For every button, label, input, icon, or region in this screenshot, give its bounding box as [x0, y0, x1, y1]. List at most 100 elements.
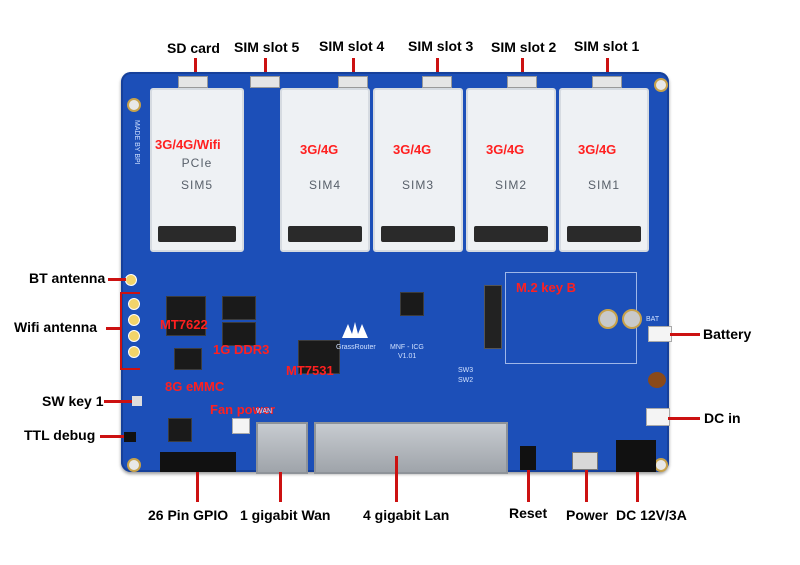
leader-gpio	[196, 472, 199, 502]
label-sim-slot-3: SIM slot 3	[408, 38, 474, 54]
label-sw-key: SW key 1	[42, 393, 104, 409]
emmc-chip	[174, 348, 202, 370]
silk-wan: WAN	[256, 408, 273, 415]
sd-card-slot	[178, 76, 208, 88]
label-power: Power	[566, 507, 609, 523]
leader-reset	[527, 470, 530, 502]
leader-sim3	[436, 58, 439, 80]
label-ddr3: 1G DDR3	[213, 342, 270, 357]
leader-wifi-antenna	[106, 327, 122, 330]
grassrouter-logo-icon	[340, 322, 370, 340]
leader-battery	[670, 333, 700, 336]
mpcie-slot-3: SIM3	[373, 88, 463, 252]
leader-lan	[395, 456, 398, 502]
mpcie-connector	[381, 226, 455, 242]
wifi-antenna-connector	[128, 346, 140, 358]
aux-chip	[168, 418, 192, 442]
label-dc-spec: DC 12V/3A	[616, 507, 687, 523]
mpcie-connector	[158, 226, 236, 242]
mpcie-connector	[288, 226, 362, 242]
m2-standoff	[598, 309, 618, 329]
mount-hole	[654, 458, 668, 472]
reset-button	[520, 446, 536, 470]
bt-antenna-connector	[125, 274, 137, 286]
label-fan-power: Fan power	[210, 402, 276, 417]
silk-sim1: SIM1	[587, 178, 620, 192]
label-sd-card: SD card	[167, 40, 220, 56]
label-slot2-modem: 3G/4G	[486, 142, 525, 157]
label-emmc: 8G eMMC	[165, 379, 225, 394]
ddr3-chip	[222, 322, 256, 346]
sim4-holder	[338, 76, 368, 88]
leader-ttl-debug	[100, 435, 124, 438]
mpcie-slot-2: SIM2	[466, 88, 556, 252]
mpcie-slot-1: SIM1	[559, 88, 649, 252]
leader-dc-jack	[636, 472, 639, 502]
m2-standoff	[622, 309, 642, 329]
silk-sw2: SW2	[458, 377, 474, 384]
inductor	[648, 372, 666, 388]
leader-wan	[279, 472, 282, 502]
dc-jack	[616, 440, 656, 472]
ttl-debug-header	[124, 432, 136, 442]
sim3-holder	[422, 76, 452, 88]
m2-slot	[484, 272, 642, 364]
wifi-antenna-bracket	[120, 292, 140, 370]
label-wan: 1 gigabit Wan	[240, 507, 331, 523]
label-ttl-debug: TTL debug	[24, 427, 96, 443]
silk-pcie: PCIe	[181, 156, 213, 170]
leader-sim4	[352, 58, 355, 80]
silk-version: V1.01	[398, 353, 417, 360]
label-slot4-modem: 3G/4G	[300, 142, 339, 157]
battery-connector	[648, 326, 672, 342]
leader-bt-antenna	[108, 278, 126, 281]
silk-made-by: MADE BY BPI	[133, 120, 140, 165]
label-m2: M.2 key B	[516, 280, 576, 295]
mount-hole	[127, 458, 141, 472]
label-slot3-modem: 3G/4G	[393, 142, 432, 157]
wifi-antenna-connector	[128, 314, 140, 326]
leader-sim5	[264, 58, 267, 80]
leader-power	[585, 470, 588, 502]
silk-sim5: SIM5	[180, 178, 213, 192]
label-dc-in: DC in	[704, 410, 741, 426]
leader-dc-in	[668, 417, 700, 420]
label-reset: Reset	[509, 505, 548, 521]
gpio-header	[160, 452, 236, 472]
mt7531-switch	[298, 340, 340, 374]
silk-sim3: SIM3	[401, 178, 434, 192]
fan-connector	[232, 418, 250, 434]
dc-connector	[646, 408, 670, 426]
sim2-holder	[507, 76, 537, 88]
wifi-antenna-connector	[128, 298, 140, 310]
label-bt-antenna: BT antenna	[29, 270, 106, 286]
label-sim-slot-5: SIM slot 5	[234, 39, 300, 55]
label-mt7622: MT7622	[160, 317, 208, 332]
mpcie-connector	[567, 226, 641, 242]
leader-sw-key	[104, 400, 132, 403]
label-slot5-modem: 3G/4G/Wifi	[155, 137, 221, 152]
silk-model: MNF - ICG	[390, 344, 424, 351]
mount-hole	[127, 98, 141, 112]
leader-sim2	[521, 58, 524, 80]
label-gpio: 26 Pin GPIO	[148, 507, 229, 523]
power-switch	[572, 452, 598, 470]
silk-brand: GrassRouter	[336, 344, 376, 351]
sim1-holder	[592, 76, 622, 88]
lan-ports	[314, 422, 508, 474]
wan-port	[256, 422, 308, 474]
mpcie-connector	[474, 226, 548, 242]
sw-key-1	[132, 396, 142, 406]
leader-sim1	[606, 58, 609, 80]
aux-chip	[400, 292, 424, 316]
mount-hole	[654, 78, 668, 92]
wifi-antenna-connector	[128, 330, 140, 342]
mt7622-soc	[166, 296, 206, 336]
label-wifi-antenna: Wifi antenna	[14, 319, 98, 335]
silk-bat: BAT	[646, 316, 660, 323]
label-battery: Battery	[703, 326, 752, 342]
leader-sd-card	[194, 58, 197, 80]
label-lan: 4 gigabit Lan	[363, 507, 450, 523]
label-slot1-modem: 3G/4G	[578, 142, 617, 157]
